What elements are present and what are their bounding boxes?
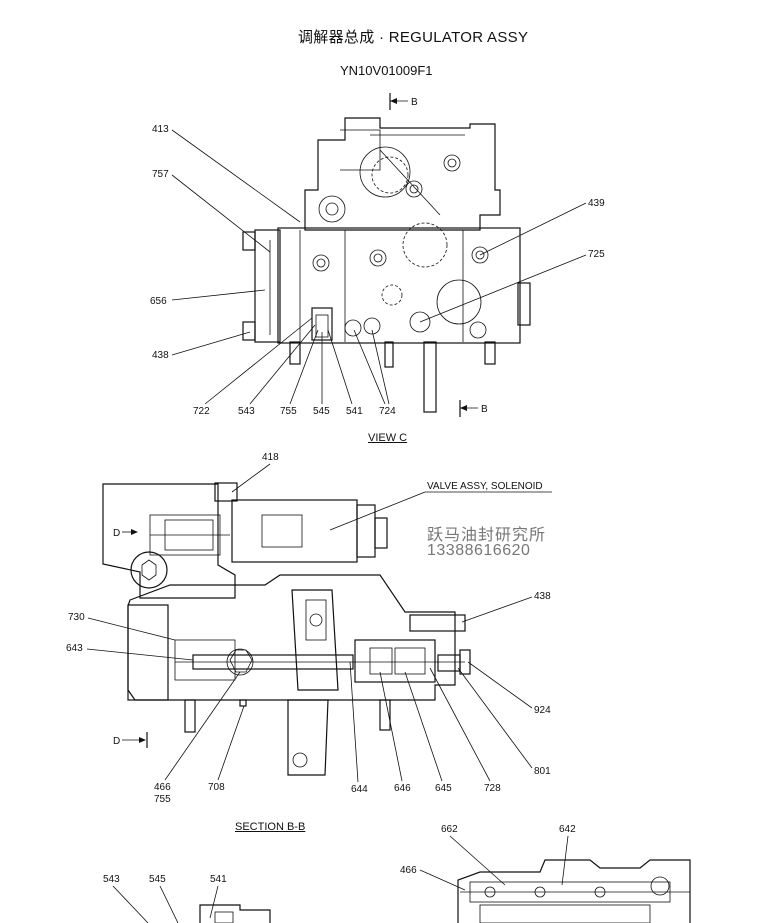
callout-466: 466	[154, 782, 171, 793]
callout-541-bottom: 541	[210, 874, 227, 885]
callout-708: 708	[208, 782, 225, 793]
callout-722: 722	[193, 406, 210, 417]
page-title: 调解器总成 · REGULATOR ASSY	[298, 29, 529, 46]
callout-924: 924	[534, 705, 551, 716]
callout-543-bottom: 543	[103, 874, 120, 885]
callout-755: 755	[280, 406, 297, 417]
callout-543: 543	[238, 406, 255, 417]
callout-645: 645	[435, 783, 452, 794]
section-marker-d-left: D	[113, 528, 138, 539]
solenoid-note: VALVE ASSY, SOLENOID	[427, 481, 543, 492]
callout-725: 725	[588, 249, 605, 260]
callout-730: 730	[68, 612, 85, 623]
callout-728: 728	[484, 783, 501, 794]
marker-b-top: B	[411, 97, 418, 108]
callout-438-section: 438	[534, 591, 551, 602]
callout-545-bottom: 545	[149, 874, 166, 885]
marker-b-bottom: B	[481, 404, 488, 415]
callout-418: 418	[262, 452, 279, 463]
callout-757: 757	[152, 169, 169, 180]
callout-413: 413	[152, 124, 169, 135]
callout-656: 656	[150, 296, 167, 307]
callout-755-section: 755	[154, 794, 171, 805]
callout-466-bottom: 466	[400, 865, 417, 876]
callout-545: 545	[313, 406, 330, 417]
callout-801: 801	[534, 766, 551, 777]
view-c-caption: VIEW C	[368, 432, 408, 444]
marker-d-bottom: D	[113, 736, 120, 747]
callout-644: 644	[351, 784, 368, 795]
callout-643: 643	[66, 643, 83, 654]
bottom-right-section: 662 642 466	[400, 824, 691, 923]
callout-662: 662	[441, 824, 458, 835]
callout-541: 541	[346, 406, 363, 417]
section-marker-b-top: B	[389, 93, 418, 110]
model-number: YN10V01009F1	[340, 63, 433, 78]
section-bb-callouts: VALVE ASSY, SOLENOID 418 730 643 438 924…	[66, 452, 552, 805]
view-c-drawing: B B	[242, 93, 531, 417]
section-marker-b-bottom: B	[459, 400, 488, 417]
marker-d-left: D	[113, 528, 120, 539]
callout-642: 642	[559, 824, 576, 835]
callout-646: 646	[394, 783, 411, 794]
section-marker-d-bottom: D	[113, 732, 148, 748]
callout-438-view: 438	[152, 350, 169, 361]
callout-724: 724	[379, 406, 396, 417]
section-bb-drawing: D D	[102, 482, 471, 776]
section-bb-caption: SECTION B-B	[235, 821, 306, 833]
bottom-left-section: 543 545 541	[103, 874, 271, 923]
watermark-phone: 13388616620	[427, 542, 531, 559]
callout-439: 439	[588, 198, 605, 209]
view-c-callouts: 413 757 656 438 439 725 722 543 755 545 …	[150, 124, 605, 417]
watermark-company: 跃马油封研究所	[427, 527, 547, 544]
